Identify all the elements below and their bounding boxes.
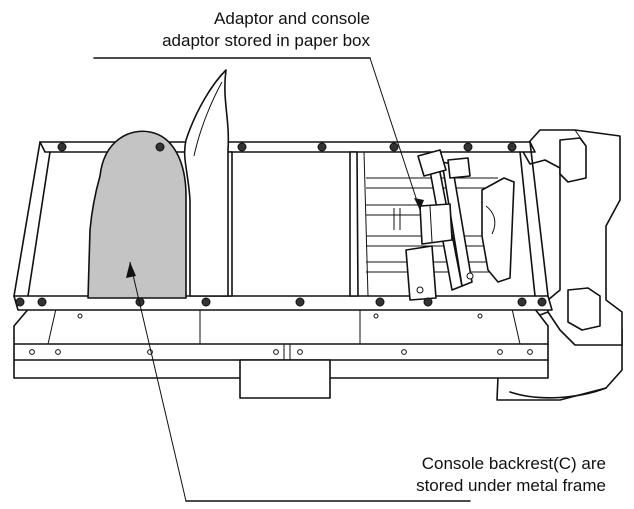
base-holes — [29, 313, 533, 355]
lift-mechanism — [366, 149, 515, 301]
backrest-callout-line2: stored under metal frame — [416, 476, 606, 495]
bolts-bottom — [15, 297, 547, 307]
bolts-top — [57, 142, 517, 152]
paper-sheet — [183, 69, 230, 297]
backrest-callout-line1: Console backrest(C) are — [421, 454, 606, 473]
console-backrest — [87, 130, 187, 299]
frame-base — [13, 299, 549, 399]
adaptor-callout-line2: adaptor stored in paper box — [162, 31, 370, 50]
adaptor-callout: Adaptor and console adaptor stored in pa… — [70, 8, 370, 52]
leader-lines — [93, 57, 471, 502]
adaptor-callout-line1: Adaptor and console — [214, 9, 370, 28]
backrest-callout: Console backrest(C) are stored under met… — [226, 453, 606, 497]
